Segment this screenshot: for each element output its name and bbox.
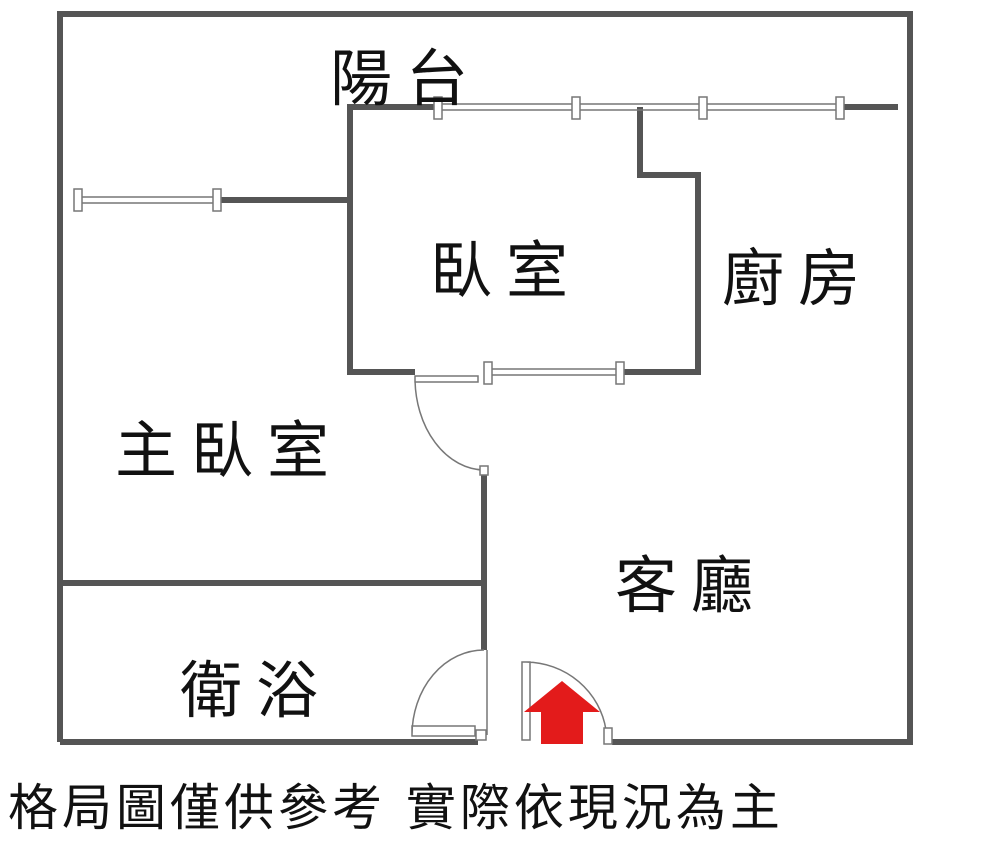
room-label-living-room: 客廳 [615,549,768,622]
room-label-bedroom: 臥室 [430,234,583,307]
room-label-kitchen: 廚房 [722,242,875,315]
walls [57,11,913,745]
room-label-balcony: 陽台 [330,42,483,115]
room-label-master-bedroom: 主臥室 [115,414,344,487]
disclaimer-caption: 格局圖僅供參考 實際依現況為主 [8,779,784,837]
entry-arrow-icon [524,681,600,744]
entry-door [521,661,607,741]
master-bedroom-door [414,375,485,471]
bedroom-walls [347,104,438,375]
bathroom-door [411,649,488,737]
room-label-bathroom: 衛浴 [180,654,333,727]
outer-wall [57,11,913,745]
bedroom-right-wall [620,107,701,375]
doors [411,375,613,745]
windows [73,96,845,385]
